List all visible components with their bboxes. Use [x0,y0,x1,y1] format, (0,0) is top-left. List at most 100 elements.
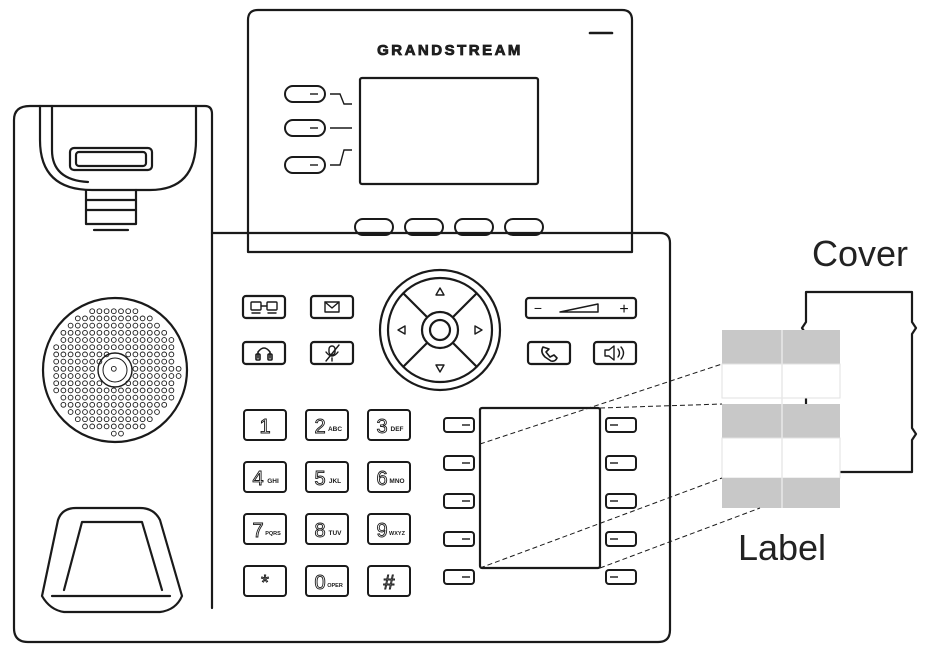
soft-key[interactable] [404,218,444,236]
speaker-hole [154,344,160,351]
speaker-hole [146,315,153,322]
speaker-button[interactable] [592,340,638,366]
line-keys[interactable] [443,417,637,585]
nav-left-icon[interactable] [397,325,406,335]
speaker-hole [132,373,139,379]
keypad-key[interactable] [243,409,287,441]
transfer-icon [250,301,278,314]
screen-side-key[interactable] [284,85,326,103]
speaker-hole [53,351,60,358]
line-key-left[interactable] [443,455,475,471]
speaker-hole [125,329,132,336]
speaker-hole [89,308,96,315]
nav-down-icon[interactable] [435,364,445,373]
speaker-hole [67,351,74,358]
speaker-hole [96,394,103,401]
speaker-hole [89,387,96,394]
headset-button[interactable] [241,340,287,366]
keypad-key[interactable] [243,565,287,597]
speaker-hole [82,380,88,387]
soft-keys[interactable] [284,85,544,236]
keypad-digit: 0 [314,572,325,594]
speaker-hole [53,380,60,387]
speaker-hole [89,344,96,351]
screen-side-key[interactable] [284,119,326,137]
volume-up-icon[interactable]: + [619,301,628,318]
speaker-hole [82,416,88,423]
speaker-hole [132,401,139,408]
keypad-key[interactable] [305,565,349,597]
keypad-key[interactable] [367,565,411,597]
speaker-hole [74,344,81,351]
soft-key[interactable] [354,218,394,236]
transfer-button[interactable] [241,294,287,320]
speaker-hole [168,358,175,365]
speaker-hole [67,337,74,343]
headset-icon [255,347,273,361]
keypad-key[interactable] [367,461,411,493]
speaker-hole [125,401,132,408]
speaker-hole [146,401,153,408]
speaker-hole [96,380,103,387]
keypad-key[interactable] [243,513,287,545]
speaker-hole [132,337,139,343]
speaker-hole [132,329,139,336]
speaker-hole [168,365,175,372]
speaker-hole [82,387,88,394]
volume-rocker[interactable] [524,296,638,320]
keypad-key[interactable] [305,513,349,545]
speaker-hole [67,344,74,351]
speaker-hole [139,394,146,401]
speaker-hole [125,315,132,322]
speaker-hole [118,315,124,322]
line-key-left[interactable] [443,531,475,547]
line-key-right[interactable] [605,417,637,433]
keypad-key[interactable] [367,513,411,545]
speaker-hole [139,351,146,358]
line-key-right[interactable] [605,569,637,585]
envelope-icon [324,301,340,313]
speaker-hole [96,351,103,358]
speaker-hole [103,322,110,329]
speaker-hole [96,315,103,322]
messages-button[interactable] [309,294,355,320]
speaker-hole [139,409,146,415]
soft-key[interactable] [454,218,494,236]
line-key-right[interactable] [605,493,637,509]
keypad-key[interactable] [305,461,349,493]
speaker-hole [74,394,81,401]
speaker-hole [103,416,110,423]
speaker-hole [161,394,168,401]
line-key-right[interactable] [605,531,637,547]
speaker-hole [103,315,110,322]
line-key-right[interactable] [605,455,637,471]
keypad-key[interactable] [305,409,349,441]
keypad-digit: 6 [376,468,387,490]
volume-down-icon[interactable]: − [534,300,542,316]
speaker-hole [118,394,124,401]
speaker-hole [103,394,110,401]
screen-side-key[interactable] [284,156,326,174]
nav-right-icon[interactable] [474,325,483,335]
nav-up-icon[interactable] [435,287,445,296]
keypad-letters: JKL [329,478,341,485]
keypad-key[interactable] [243,461,287,493]
speaker-hole [82,401,88,408]
mute-button[interactable] [309,340,355,366]
speaker-hole [132,308,139,315]
speaker-hole [146,329,153,336]
speaker-hole [118,387,124,394]
volume-ramp-icon [559,303,599,313]
soft-key[interactable] [504,218,544,236]
line-key-left[interactable] [443,493,475,509]
keypad-key[interactable] [367,409,411,441]
line-key-left[interactable] [443,417,475,433]
navigation-cluster[interactable] [378,268,502,392]
speaker-hole [146,409,153,415]
handset-button[interactable] [526,340,572,366]
speaker-hole [89,315,96,322]
speaker-hole [110,344,117,351]
keypad-letters: GHI [267,478,279,485]
line-key-left[interactable] [443,569,475,585]
